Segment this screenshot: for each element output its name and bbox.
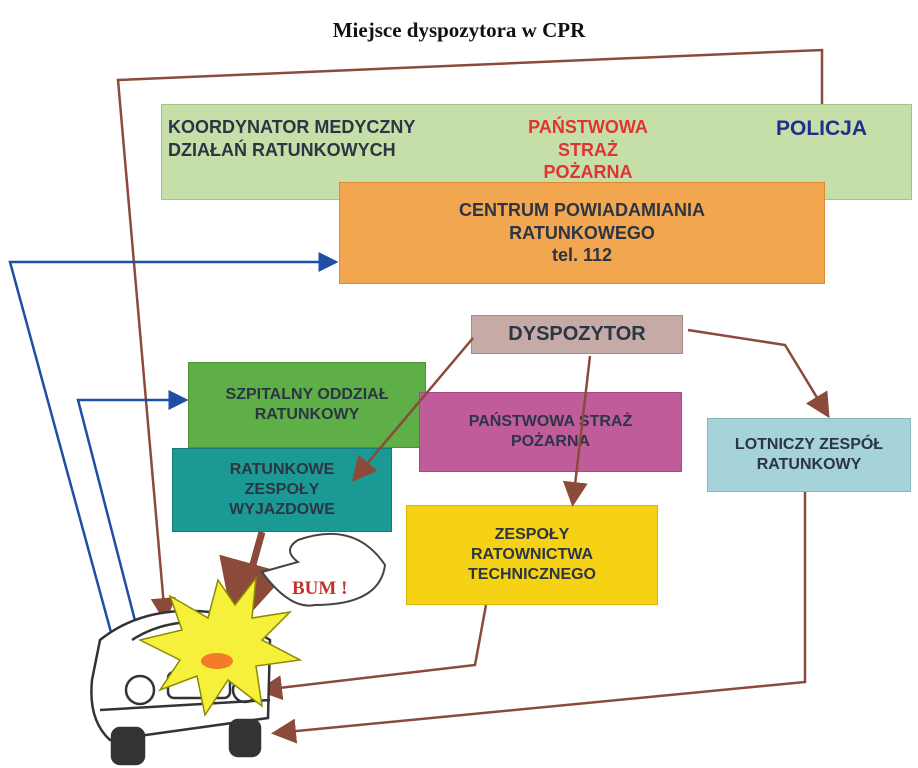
- arrow-lzr-to-car: [271, 492, 807, 744]
- arrow-dispatcher-to-rzw: [351, 337, 474, 482]
- cpr-line2: RATUNKOWEGO: [509, 222, 655, 243]
- hospital-ed-box: SZPITALNY ODDZIAŁ RATUNKOWY: [188, 362, 426, 448]
- arrow-frame-to-car: [116, 48, 824, 623]
- arrow-dispatcher-to-lzr: [687, 328, 830, 419]
- explosion-icon: [137, 575, 303, 717]
- technical-rescue-box: ZESPOŁY RATOWNICTWA TECHNICZNEGO: [406, 505, 658, 605]
- coordinator-label: KOORDYNATOR MEDYCZNY DZIAŁAŃ RATUNKOWYCH: [168, 117, 416, 160]
- cpr-phone: tel. 112: [551, 245, 613, 266]
- police-label: POLICJA: [776, 117, 868, 140]
- arrow-zrt-to-car: [257, 604, 488, 701]
- arrow-car-to-cpr: [8, 252, 339, 659]
- bum-label: BUM !: [292, 578, 348, 599]
- air-rescue-box: LOTNICZY ZESPÓŁ RATUNKOWY: [707, 418, 911, 492]
- cpr-box: CENTRUM POWIADAMIANIA RATUNKOWEGO tel. 1…: [339, 182, 825, 284]
- dispatcher-box: DYSPOZYTOR: [471, 315, 683, 354]
- speech-bubble: [260, 532, 387, 607]
- arrow-dispatcher-to-zrt: [562, 355, 592, 507]
- fire-service-top-label: PAŃSTWOWA STRAŻ POŻARNA: [528, 117, 648, 182]
- page-title: Miejsce dyspozytora w CPR: [332, 18, 586, 42]
- explosion-core-icon: [201, 653, 233, 669]
- cpr-line1: CENTRUM POWIADAMIANIA: [459, 200, 705, 221]
- fire-service-box: PAŃSTWOWA STRAŻ POŻARNA: [419, 392, 682, 472]
- arrow-car-to-sor: [76, 390, 189, 641]
